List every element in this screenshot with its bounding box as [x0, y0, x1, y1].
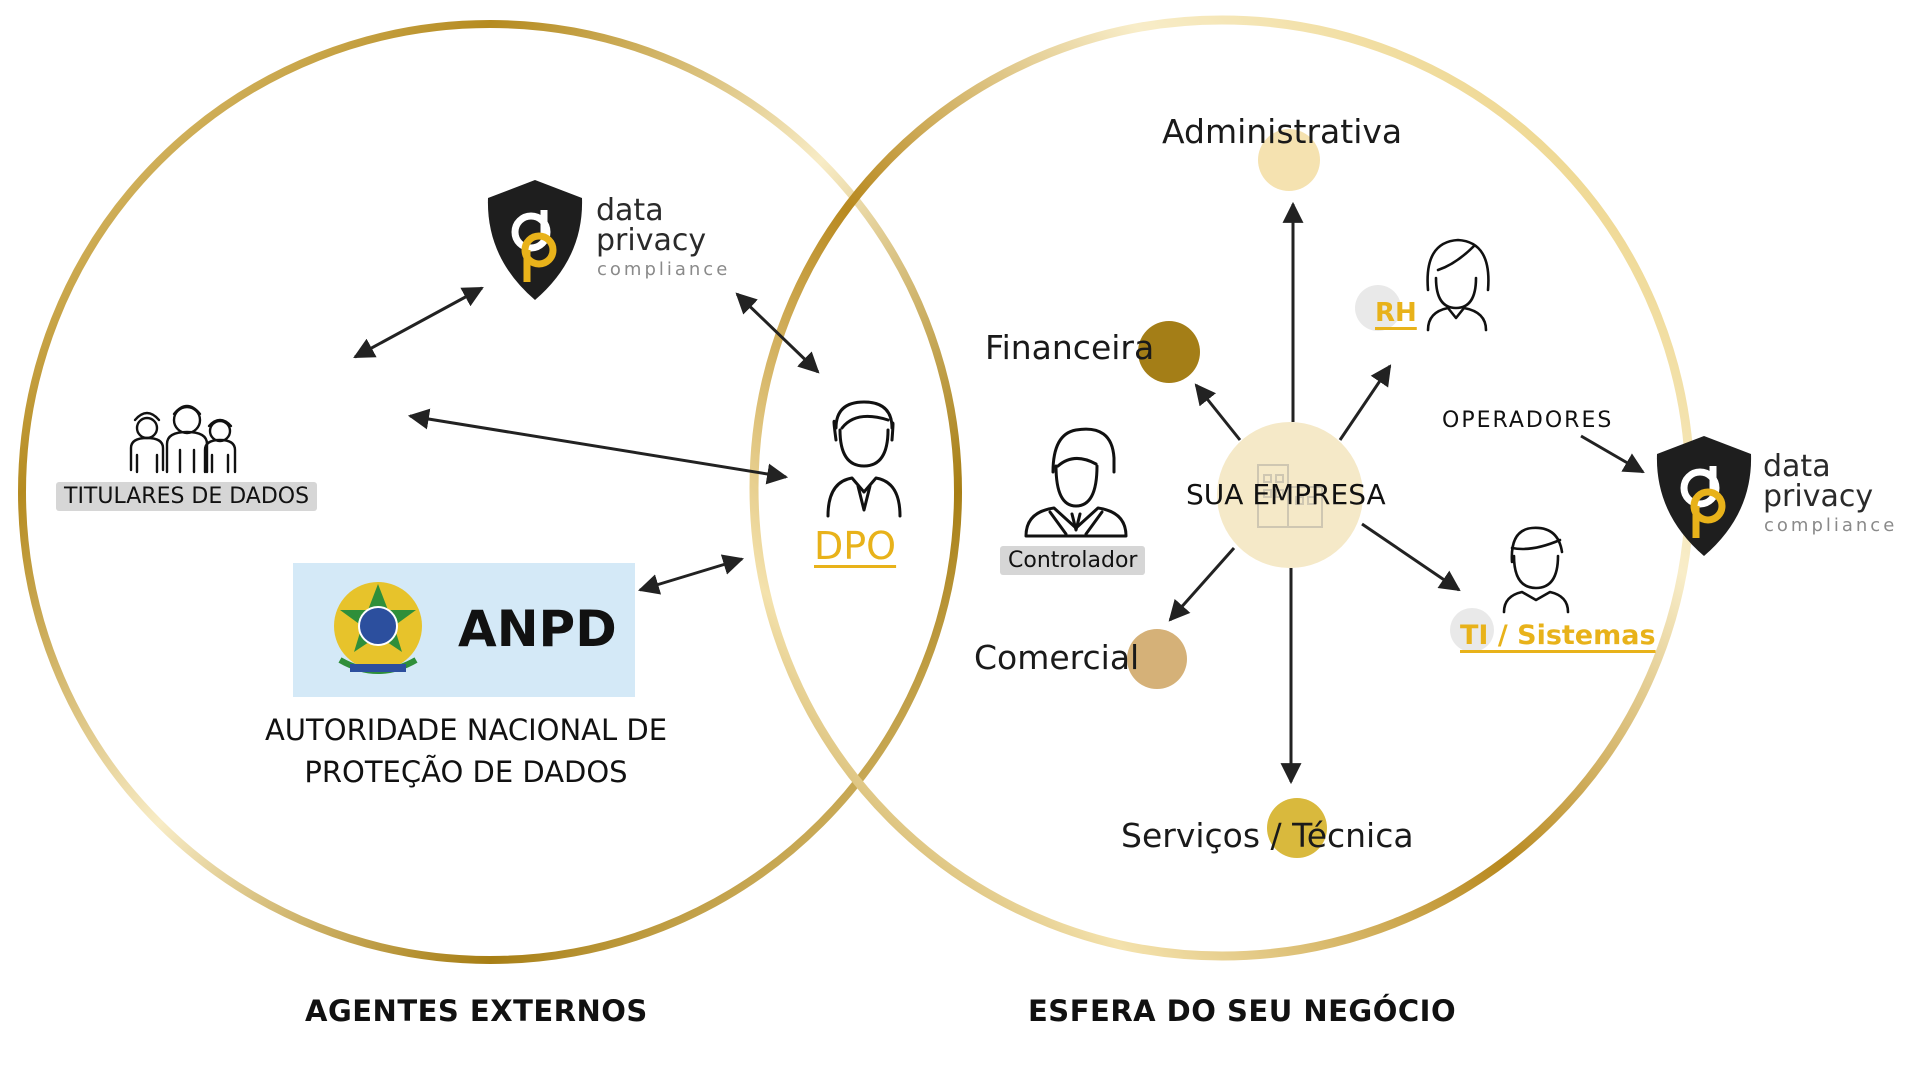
rh-woman-icon	[1426, 238, 1490, 332]
logo-line-privacy: privacy	[1763, 479, 1874, 514]
titulares-label: TITULARES DE DADOS	[56, 482, 318, 511]
data-privacy-logo-top: data privacy compliance	[484, 178, 744, 302]
dot-comercial	[1127, 629, 1187, 689]
operadores-label: OPERADORES	[1442, 408, 1614, 433]
people-group-icon	[129, 404, 237, 474]
dot-ti	[1450, 608, 1494, 652]
caption-agentes-externos: AGENTES EXTERNOS	[305, 994, 648, 1028]
hub-label: SUA EMPRESA	[1186, 478, 1386, 511]
caption-esfera-negocio: ESFERA DO SEU NEGÓCIO	[1028, 994, 1457, 1028]
dept-administrativa: Administrativa	[1162, 112, 1403, 151]
controlador-person-icon	[1024, 427, 1128, 538]
anpd-full-name-line1: AUTORIDADE NACIONAL DE	[264, 713, 668, 747]
logo-line-privacy: privacy	[596, 223, 707, 258]
arrow-hub-financeira	[1194, 383, 1242, 441]
arrow-hub-comercial	[1168, 547, 1236, 622]
arrow-titulares-dpo	[407, 408, 789, 485]
dot-financeira	[1138, 321, 1200, 383]
arrow-hub-rh	[1338, 364, 1392, 441]
shield-icon	[1656, 436, 1752, 556]
dpo-label: DPO	[814, 524, 897, 568]
dept-financeira: Financeira	[985, 328, 1155, 367]
ti-man-icon	[1502, 526, 1570, 614]
arrow-logo-dpo	[735, 292, 820, 374]
dept-ti: TI / Sistemas	[1460, 620, 1656, 651]
dept-comercial: Comercial	[974, 638, 1140, 677]
logo-line-data: data	[1763, 449, 1831, 484]
logo-line-compliance: compliance	[597, 259, 731, 280]
external-agents-ring	[18, 20, 962, 964]
arrow-anpd-dpo	[637, 554, 745, 595]
brazil-coat-of-arms-icon	[334, 582, 422, 674]
dpo-person-icon	[826, 400, 902, 518]
arrow-operadores-logo	[1580, 434, 1645, 474]
logo-line-data: data	[596, 193, 664, 228]
controlador-label: Controlador	[1000, 546, 1146, 575]
hub-circle	[1217, 422, 1363, 568]
arrow-titulares-logo	[353, 286, 484, 359]
logo-line-compliance: compliance	[1764, 515, 1898, 536]
anpd-full-name-line2: PROTEÇÃO DE DADOS	[304, 755, 628, 789]
anpd-badge-text: ANPD	[458, 600, 617, 658]
dept-rh: RH	[1375, 298, 1417, 328]
dot-administrativa	[1258, 129, 1320, 191]
building-icon	[1257, 464, 1323, 528]
dot-rh	[1355, 285, 1401, 331]
dot-servicos	[1267, 798, 1327, 858]
data-privacy-logo-right: data privacy compliance	[1653, 434, 1918, 558]
shield-icon	[487, 180, 583, 300]
arrow-hub-ti	[1361, 522, 1461, 592]
dept-servicos: Serviços / Técnica	[1121, 816, 1414, 855]
